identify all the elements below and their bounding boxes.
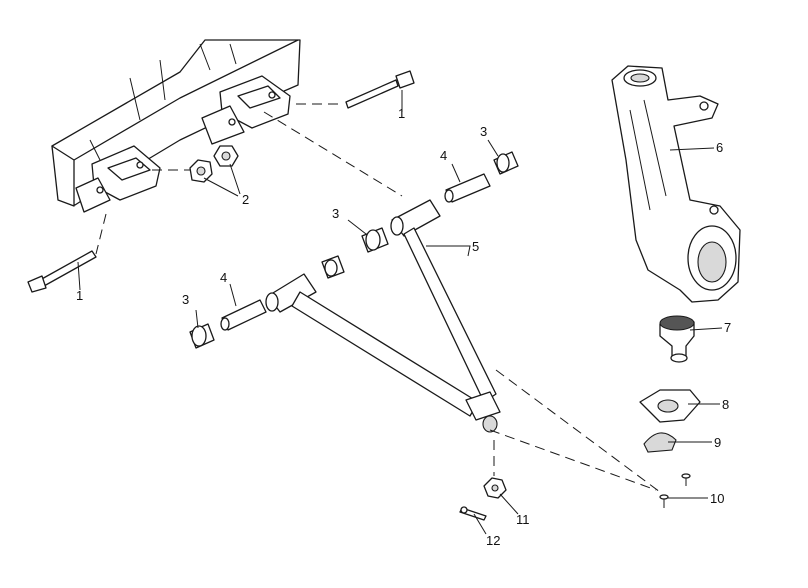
callout-2: 2 — [242, 192, 249, 207]
nut-left — [189, 159, 213, 183]
retainer-plate — [639, 389, 701, 423]
steering-knuckle — [611, 65, 741, 303]
bushing-top-right — [493, 151, 519, 175]
callout-12: 12 — [486, 533, 500, 548]
dust-boot — [643, 432, 677, 453]
callout-1-lower: 1 — [76, 288, 83, 303]
leader-lines — [77, 90, 723, 535]
callout-3-middle: 3 — [332, 206, 339, 221]
a-arm — [265, 199, 501, 433]
ball-joint — [659, 315, 695, 363]
castle-nut — [483, 477, 507, 499]
callout-5: 5 — [472, 239, 479, 254]
nut-right — [213, 145, 239, 167]
bushing-lower-left — [189, 323, 215, 349]
small-bolt-b — [659, 494, 669, 508]
callout-4-lower: 4 — [220, 270, 227, 285]
assembly-lines — [95, 103, 661, 493]
sleeve-upper — [444, 173, 491, 203]
callout-1-upper: 1 — [398, 106, 405, 121]
callout-7: 7 — [724, 320, 731, 335]
callout-4-upper: 4 — [440, 148, 447, 163]
callout-3-left: 3 — [182, 292, 189, 307]
callout-labels: 1 1 2 3 3 3 4 4 5 6 7 8 9 10 11 12 — [76, 106, 731, 548]
callout-3-top: 3 — [480, 124, 487, 139]
callout-6: 6 — [716, 140, 723, 155]
callout-9: 9 — [714, 435, 721, 450]
bushing-middle — [361, 227, 389, 253]
callout-11: 11 — [516, 512, 530, 527]
bolt-lower — [27, 250, 97, 293]
sleeve-lower — [220, 299, 267, 331]
bushing-middle-left — [321, 255, 345, 279]
callout-10: 10 — [710, 491, 724, 506]
bolt-upper — [345, 70, 415, 109]
callout-8: 8 — [722, 397, 729, 412]
cotter-pin — [459, 506, 487, 521]
frame-section — [51, 39, 301, 213]
small-bolt-a — [681, 473, 691, 486]
